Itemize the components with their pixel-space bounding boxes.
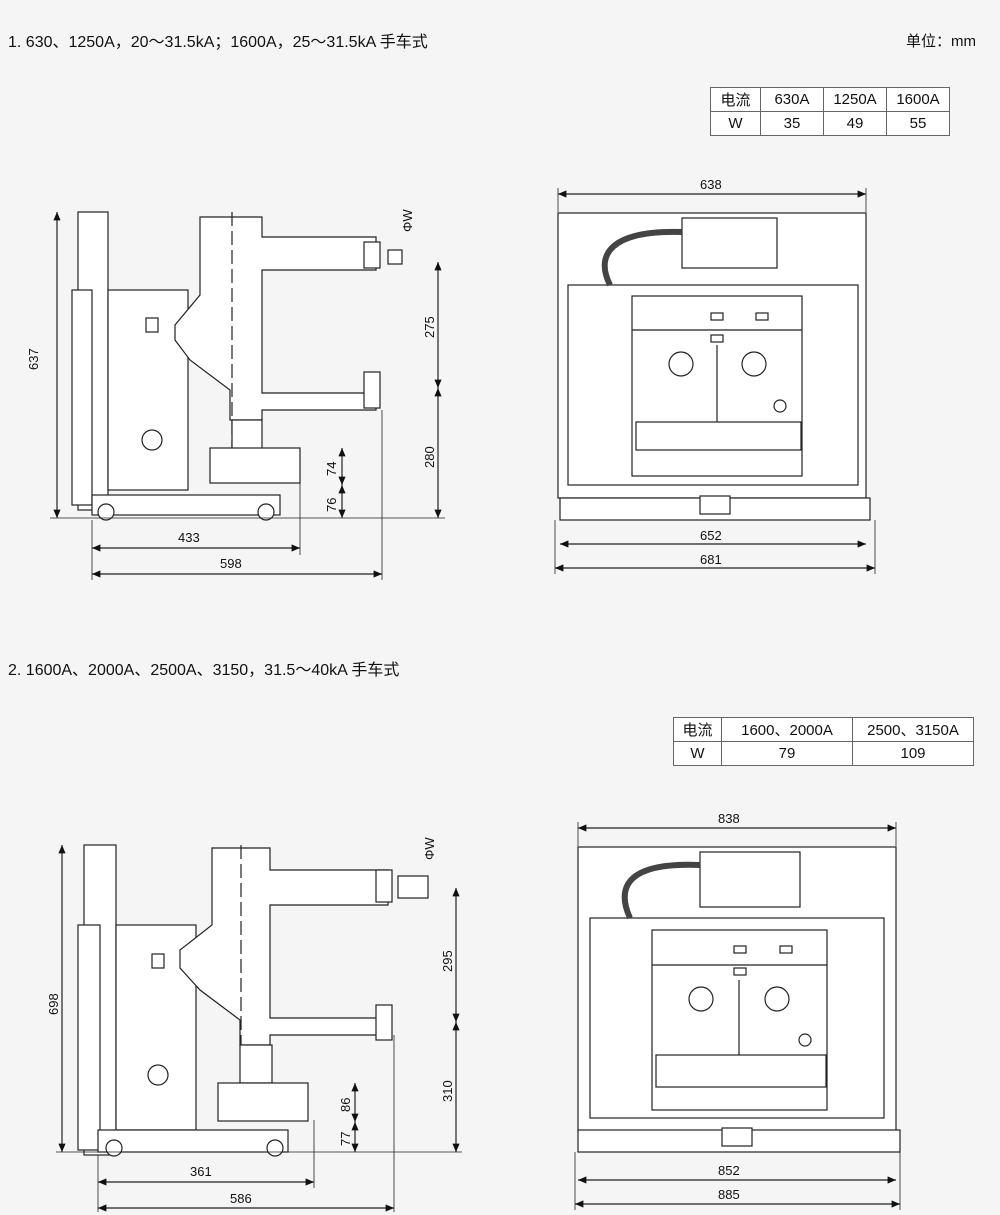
button-left bbox=[688, 986, 714, 1012]
mount-bracket bbox=[209, 447, 301, 484]
side-view-2 bbox=[56, 844, 462, 1212]
pole-assembly bbox=[179, 847, 389, 1046]
wheel-front bbox=[97, 503, 115, 521]
dim-b1-2: 86 bbox=[338, 1098, 353, 1112]
racking-hole bbox=[699, 495, 731, 515]
table-cell: 35 bbox=[760, 111, 824, 136]
chassis bbox=[97, 1129, 289, 1153]
table-header-cell: 1250A bbox=[823, 87, 887, 112]
mechanism-box bbox=[699, 851, 801, 908]
button-right bbox=[741, 351, 767, 377]
dim-height-1: 637 bbox=[26, 348, 41, 370]
table-header-cell: 1600A bbox=[886, 87, 950, 112]
dim-b1-1: 74 bbox=[324, 462, 339, 476]
mechanism-box bbox=[681, 217, 778, 269]
mech-hole bbox=[147, 1064, 169, 1086]
dim-mid-2: 852 bbox=[718, 1163, 740, 1178]
dim-w1-1: 433 bbox=[178, 530, 200, 545]
lower-contact bbox=[375, 1004, 393, 1041]
dim-b2-2: 77 bbox=[338, 1132, 353, 1146]
wheel-front bbox=[105, 1139, 123, 1157]
table-header-cell: 2500、3150A bbox=[852, 717, 974, 742]
bellows bbox=[231, 419, 263, 451]
phi-contact bbox=[397, 875, 429, 899]
front-view-2 bbox=[574, 822, 901, 1210]
dim-b2-1: 76 bbox=[324, 498, 339, 512]
section1-title: 1. 630、1250A，20～31.5kA；1600A，25～31.5kA 手… bbox=[8, 34, 428, 51]
section2-title: 2. 1600A、2000A、2500A、3150，31.5～40kA 手车式 bbox=[8, 662, 400, 679]
lamp-1 bbox=[710, 312, 724, 321]
section1-spec-table: 电流 630A 1250A 1600A W 35 49 55 bbox=[710, 87, 950, 136]
dim-w1-2: 361 bbox=[190, 1164, 212, 1179]
upper-contact bbox=[363, 241, 381, 269]
table-row: W 79 109 bbox=[673, 741, 974, 766]
section2-spec-table: 电流 1600、2000A 2500、3150A W 79 109 bbox=[673, 717, 974, 766]
indicator bbox=[798, 1033, 812, 1047]
table-header-cell: 电流 bbox=[710, 87, 761, 112]
cable-chain bbox=[621, 861, 701, 920]
dim-height-2: 698 bbox=[46, 993, 61, 1015]
button-left bbox=[668, 351, 694, 377]
bellows bbox=[239, 1044, 273, 1084]
dim-bottom-2: 885 bbox=[718, 1187, 740, 1202]
side-view-1 bbox=[50, 211, 445, 580]
lamp-2 bbox=[779, 945, 793, 954]
lower-contact bbox=[363, 371, 381, 409]
table-cell: W bbox=[673, 741, 722, 766]
table-header-cell: 1600、2000A bbox=[721, 717, 853, 742]
wheel-rear bbox=[257, 503, 275, 521]
dim-phi-1: ΦW bbox=[400, 209, 415, 232]
dim-lower-2: 310 bbox=[440, 1080, 455, 1102]
phi-contact bbox=[387, 249, 403, 265]
dim-top-2: 838 bbox=[718, 811, 740, 826]
button-right bbox=[764, 986, 790, 1012]
lamp-3 bbox=[710, 334, 724, 343]
racking-hole bbox=[721, 1127, 753, 1147]
mech-hole bbox=[141, 429, 163, 451]
dim-top-1: 638 bbox=[700, 177, 722, 192]
table-cell: 55 bbox=[886, 111, 950, 136]
table-row: 电流 630A 1250A 1600A bbox=[710, 87, 950, 112]
table-row: W 35 49 55 bbox=[710, 111, 950, 136]
dim-upper-1: 275 bbox=[422, 316, 437, 338]
door-plate bbox=[77, 924, 101, 1151]
dim-w2-2: 586 bbox=[230, 1191, 252, 1206]
mount-bracket bbox=[217, 1082, 309, 1122]
table-cell: 49 bbox=[823, 111, 887, 136]
front-view-1 bbox=[554, 188, 876, 574]
unit-label: 单位：mm bbox=[906, 33, 976, 50]
dim-bottom-1: 681 bbox=[700, 552, 722, 567]
table-header-cell: 630A bbox=[760, 87, 824, 112]
dim-lower-1: 280 bbox=[422, 446, 437, 468]
door-plate bbox=[71, 289, 93, 506]
table-row: 电流 1600、2000A 2500、3150A bbox=[673, 717, 974, 742]
indicator bbox=[773, 399, 787, 413]
table-cell: 109 bbox=[852, 741, 974, 766]
lamp-1 bbox=[733, 945, 747, 954]
pole-assembly bbox=[174, 216, 377, 421]
cable-chain bbox=[601, 228, 683, 287]
dim-upper-2: 295 bbox=[440, 950, 455, 972]
wheel-rear bbox=[266, 1139, 284, 1157]
table-cell: W bbox=[710, 111, 761, 136]
label-plate bbox=[145, 317, 159, 333]
dim-mid-1: 652 bbox=[700, 528, 722, 543]
chassis bbox=[91, 494, 281, 516]
upper-contact bbox=[375, 869, 393, 903]
nameplate bbox=[635, 421, 802, 451]
lamp-3 bbox=[733, 967, 747, 976]
label-plate bbox=[151, 953, 165, 969]
dim-phi-2: ΦW bbox=[422, 837, 437, 860]
dim-w2-1: 598 bbox=[220, 556, 242, 571]
lamp-2 bbox=[755, 312, 769, 321]
nameplate bbox=[655, 1054, 827, 1088]
